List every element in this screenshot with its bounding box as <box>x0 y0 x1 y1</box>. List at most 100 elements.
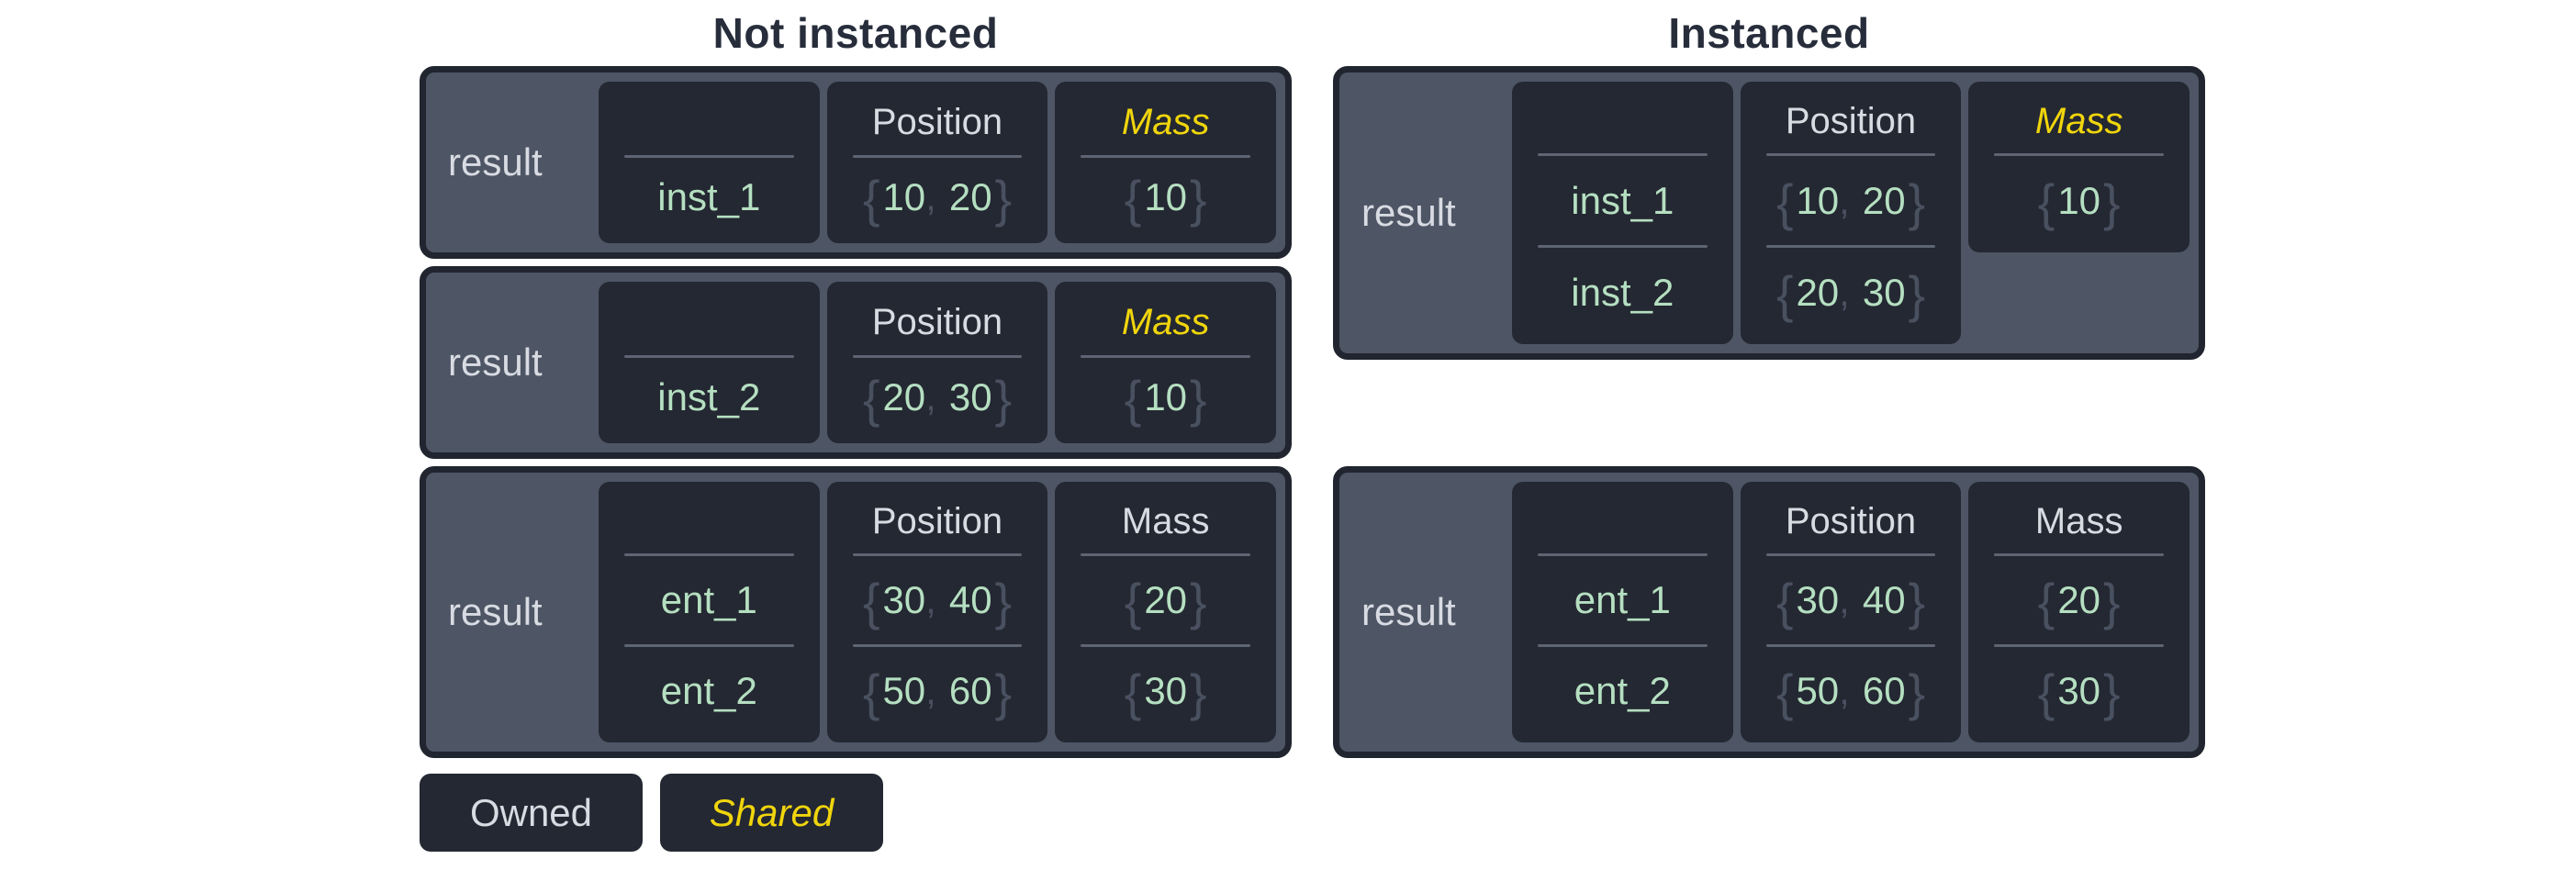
comma-separator: , <box>1839 178 1850 222</box>
value-y: 60 <box>1862 669 1906 712</box>
component-header-position: Position <box>871 101 1003 142</box>
entity-card-header-spacer <box>1512 489 1733 553</box>
entity-card: inst_1 inst_2 <box>1512 82 1733 344</box>
cards-row: inst_2 Position {20,30} Mass {10} <box>599 282 1277 443</box>
component-value-mass: {20} <box>1124 574 1207 630</box>
component-header-mass: Mass <box>2034 100 2123 141</box>
component-card-position: Position {20,30} <box>826 282 1048 443</box>
cards-row: inst_1 inst_2 Position {10,20} {20,30} M… <box>1512 82 2190 344</box>
component-card-position: Position {30,40} {50,60} <box>826 482 1048 742</box>
result-label: result <box>1361 191 1456 234</box>
comma-separator: , <box>1839 669 1850 712</box>
comma-separator: , <box>925 174 936 218</box>
component-card-mass-shared: Mass {10} <box>1055 82 1277 243</box>
component-value-position: {30,40} <box>862 574 1013 630</box>
value-y: 40 <box>1862 578 1906 621</box>
component-value-position: {50,60} <box>1775 664 1926 721</box>
component-value-position: {10,20} <box>1775 173 1926 231</box>
component-card-mass-shared: Mass {10} <box>1055 282 1277 443</box>
result-box-entities: result ent_1 ent_2 Position {30,40} {50,… <box>420 466 1292 758</box>
entity-card: inst_1 <box>599 82 820 243</box>
component-header-mass: Mass <box>1121 301 1210 342</box>
result-box-inst-2: result inst_2 Position {20,30} Mass {10} <box>420 266 1292 459</box>
comma-separator: , <box>925 374 936 418</box>
column-title-instanced: Instanced <box>1668 9 1870 57</box>
entity-card-header-spacer <box>599 489 820 553</box>
divider <box>1081 155 1251 158</box>
comma-separator: , <box>925 669 936 712</box>
cards-row: inst_1 Position {10,20} Mass {10} <box>599 82 1277 243</box>
comma-separator: , <box>925 578 936 621</box>
component-header-position: Position <box>1785 500 1917 541</box>
value-y: 30 <box>1862 270 1906 314</box>
entity-card: inst_2 <box>599 282 820 443</box>
component-value-mass: {30} <box>1124 664 1207 721</box>
value-y: 20 <box>1862 178 1906 222</box>
divider <box>1765 153 1936 156</box>
divider <box>624 553 794 556</box>
divider <box>1538 644 1708 647</box>
column-not-instanced: Not instanced result inst_1 Position {10… <box>420 0 1292 870</box>
column-instanced: Instanced result inst_1 inst_2 Position … <box>1333 0 2205 870</box>
entity-card-header-spacer <box>599 89 820 155</box>
divider <box>1765 553 1936 556</box>
component-header-position: Position <box>871 301 1003 342</box>
component-value-mass: {20} <box>2037 574 2121 630</box>
value: 30 <box>1144 669 1188 712</box>
component-header-mass: Mass <box>1121 101 1210 142</box>
component-value-position: {30,40} <box>1775 574 1926 630</box>
result-box-entities: result ent_1 ent_2 Position {30,40} {50,… <box>1333 466 2205 758</box>
value-x: 20 <box>882 374 926 418</box>
entity-card: ent_1 ent_2 <box>599 482 820 742</box>
component-value-position: {10,20} <box>862 170 1013 228</box>
divider <box>1538 245 1708 248</box>
value: 30 <box>2057 669 2101 712</box>
value-x: 30 <box>882 578 926 621</box>
entity-name: ent_2 <box>660 669 757 712</box>
component-card-mass: Mass {20} {30} <box>1968 482 2190 742</box>
divider <box>852 355 1023 358</box>
column-title-not-instanced: Not instanced <box>712 9 999 57</box>
divider <box>1994 153 2165 156</box>
divider <box>1765 245 1936 248</box>
entity-name: ent_1 <box>1574 578 1671 621</box>
component-header-mass: Mass <box>1121 500 1210 541</box>
entity-name: inst_2 <box>657 374 761 418</box>
divider <box>852 553 1023 556</box>
component-header-mass: Mass <box>2034 500 2123 541</box>
divider <box>1765 644 1936 647</box>
component-card-position: Position {30,40} {50,60} <box>1740 482 1962 742</box>
result-label: result <box>1361 590 1456 633</box>
entity-name: ent_2 <box>1574 669 1671 712</box>
divider <box>852 644 1023 647</box>
value: 10 <box>1144 174 1188 218</box>
result-box-instanced: result inst_1 inst_2 Position {10,20} {2… <box>1333 66 2205 360</box>
result-label: result <box>448 590 543 633</box>
legend-owned-label: Owned <box>469 790 593 834</box>
legend-shared-label: Shared <box>709 790 834 834</box>
component-value-mass: {10} <box>1124 370 1207 428</box>
cards-row: ent_1 ent_2 Position {30,40} {50,60} Mas… <box>1512 482 2190 742</box>
divider <box>624 155 794 158</box>
entity-card: ent_1 ent_2 <box>1512 482 1733 742</box>
value: 10 <box>2057 178 2101 222</box>
value-y: 30 <box>948 374 992 418</box>
result-box-inst-1: result inst_1 Position {10,20} Mass {10} <box>420 66 1292 259</box>
value-y: 40 <box>948 578 992 621</box>
value-x: 20 <box>1796 270 1840 314</box>
value-y: 60 <box>948 669 992 712</box>
divider <box>1994 553 2165 556</box>
divider <box>1081 553 1251 556</box>
component-card-mass: Mass {20} {30} <box>1055 482 1277 742</box>
divider <box>624 355 794 358</box>
divider <box>624 644 794 647</box>
result-label: result <box>448 340 543 384</box>
entity-name: inst_1 <box>1571 178 1674 222</box>
entity-card-header-spacer <box>599 289 820 355</box>
component-value-mass: {10} <box>2037 173 2121 231</box>
component-header-position: Position <box>1785 100 1917 141</box>
divider <box>1538 153 1708 156</box>
value: 10 <box>1144 374 1188 418</box>
component-card-position: Position {10,20} {20,30} <box>1740 82 1962 344</box>
divider <box>1081 355 1251 358</box>
